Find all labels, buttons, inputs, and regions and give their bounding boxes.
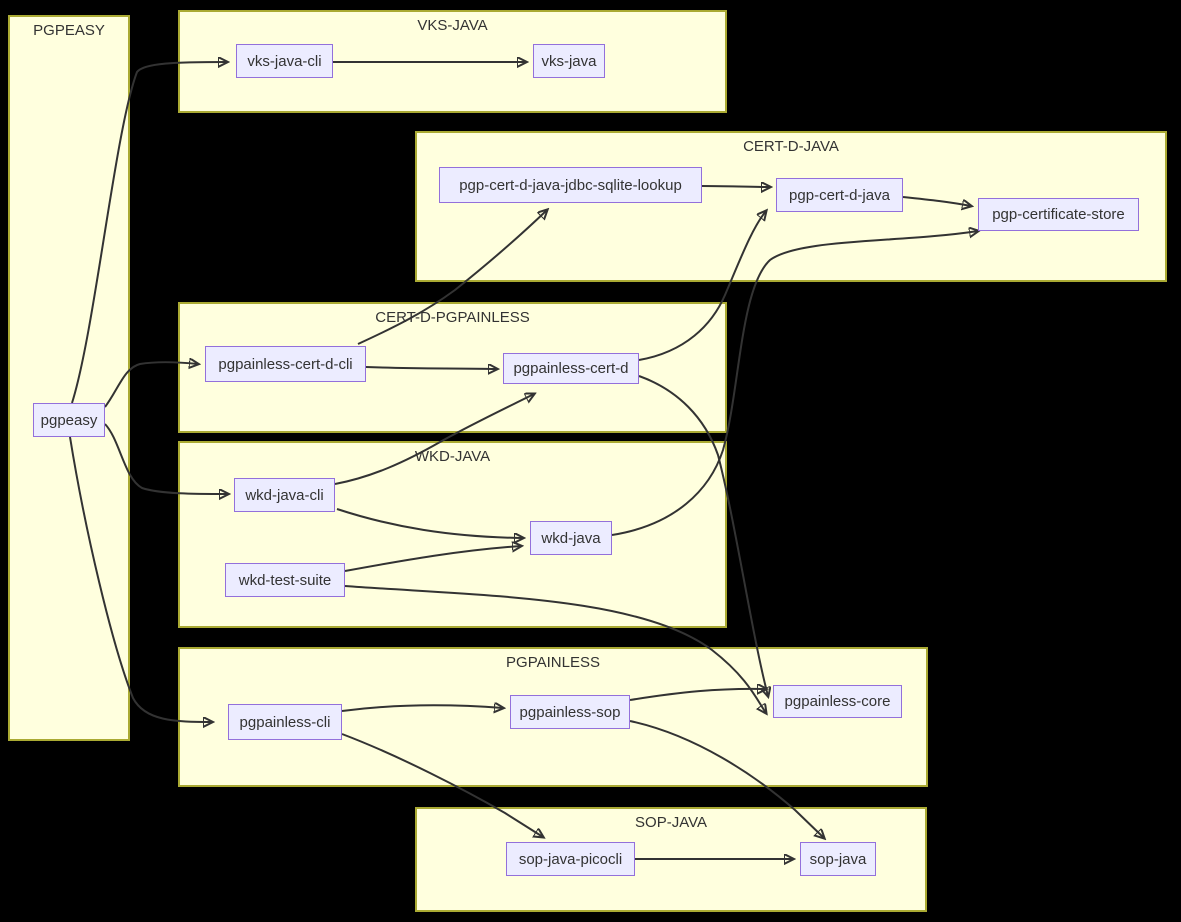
edge-wkd-java-cli-to-wkd-java <box>336 508 523 538</box>
edge-pgpainless-cli-to-sop-java-picocli <box>341 733 543 837</box>
edge-pgp-cert-d-java-jdbc-sqlite-lookup-to-pgp-cert-d-java <box>701 186 770 187</box>
edge-pgpeasy-to-pgpainless-cli <box>69 436 212 722</box>
node-pgpainless-core: pgpainless-core <box>773 685 902 718</box>
cluster-vks-java-title: VKS-JAVA <box>417 17 488 34</box>
cluster-pgpainless-title: PGPAINLESS <box>506 654 600 671</box>
edge-wkd-test-suite-to-pgpainless-core <box>344 585 766 713</box>
edge-pgpainless-cert-d-to-pgp-cert-d-java <box>638 211 766 361</box>
cluster-cert-d-pgpainless-title: CERT-D-PGPAINLESS <box>375 309 530 326</box>
edge-pgpeasy-to-pgpainless-cert-d-cli <box>104 362 198 408</box>
edge-pgpeasy-to-vks-java-cli <box>71 62 227 404</box>
edge-pgpainless-cli-to-pgpainless-sop <box>341 705 503 711</box>
edge-pgpainless-cert-d-cli-to-pgp-cert-d-java-jdbc-sqlite-lookup <box>357 210 547 345</box>
node-pgpainless-sop: pgpainless-sop <box>510 695 630 729</box>
node-pgpainless-cli: pgpainless-cli <box>228 704 342 740</box>
cluster-pgpeasy-title: PGPEASY <box>33 22 105 39</box>
edge-pgpainless-sop-to-pgpainless-core <box>629 689 766 701</box>
edge-wkd-test-suite-to-wkd-java <box>344 546 521 572</box>
edge-pgp-cert-d-java-to-pgp-certificate-store <box>902 196 971 206</box>
edge-pgpeasy-to-wkd-java-cli <box>104 423 228 494</box>
cluster-pgpeasy: PGPEASY <box>8 15 130 741</box>
node-sop-java: sop-java <box>800 842 876 876</box>
node-sop-java-picocli: sop-java-picocli <box>506 842 635 876</box>
edge-pgpainless-sop-to-sop-java <box>629 720 824 838</box>
edge-pgpainless-cert-d-cli-to-pgpainless-cert-d <box>365 367 497 369</box>
node-vks-java-cli: vks-java-cli <box>236 44 333 78</box>
node-vks-java: vks-java <box>533 44 605 78</box>
cluster-wkd-java-title: WKD-JAVA <box>414 448 491 465</box>
node-pgp-cert-d-java-jdbc-sqlite-lookup: pgp-cert-d-java-jdbc-sqlite-lookup <box>439 167 702 203</box>
edge-wkd-java-to-pgp-certificate-store <box>611 231 978 536</box>
node-wkd-java: wkd-java <box>530 521 612 555</box>
edge-pgpainless-cert-d-to-pgpainless-core <box>638 375 768 696</box>
node-pgpeasy: pgpeasy <box>33 403 105 437</box>
node-pgp-certificate-store: pgp-certificate-store <box>978 198 1139 231</box>
node-pgp-cert-d-java: pgp-cert-d-java <box>776 178 903 212</box>
edge-wkd-java-cli-to-pgpainless-cert-d <box>334 394 534 485</box>
cluster-cert-d-java-title: CERT-D-JAVA <box>743 138 839 155</box>
cluster-sop-java-title: SOP-JAVA <box>635 814 707 831</box>
node-wkd-test-suite: wkd-test-suite <box>225 563 345 597</box>
node-wkd-java-cli: wkd-java-cli <box>234 478 335 512</box>
node-pgpainless-cert-d-cli: pgpainless-cert-d-cli <box>205 346 366 382</box>
node-pgpainless-cert-d: pgpainless-cert-d <box>503 353 639 384</box>
